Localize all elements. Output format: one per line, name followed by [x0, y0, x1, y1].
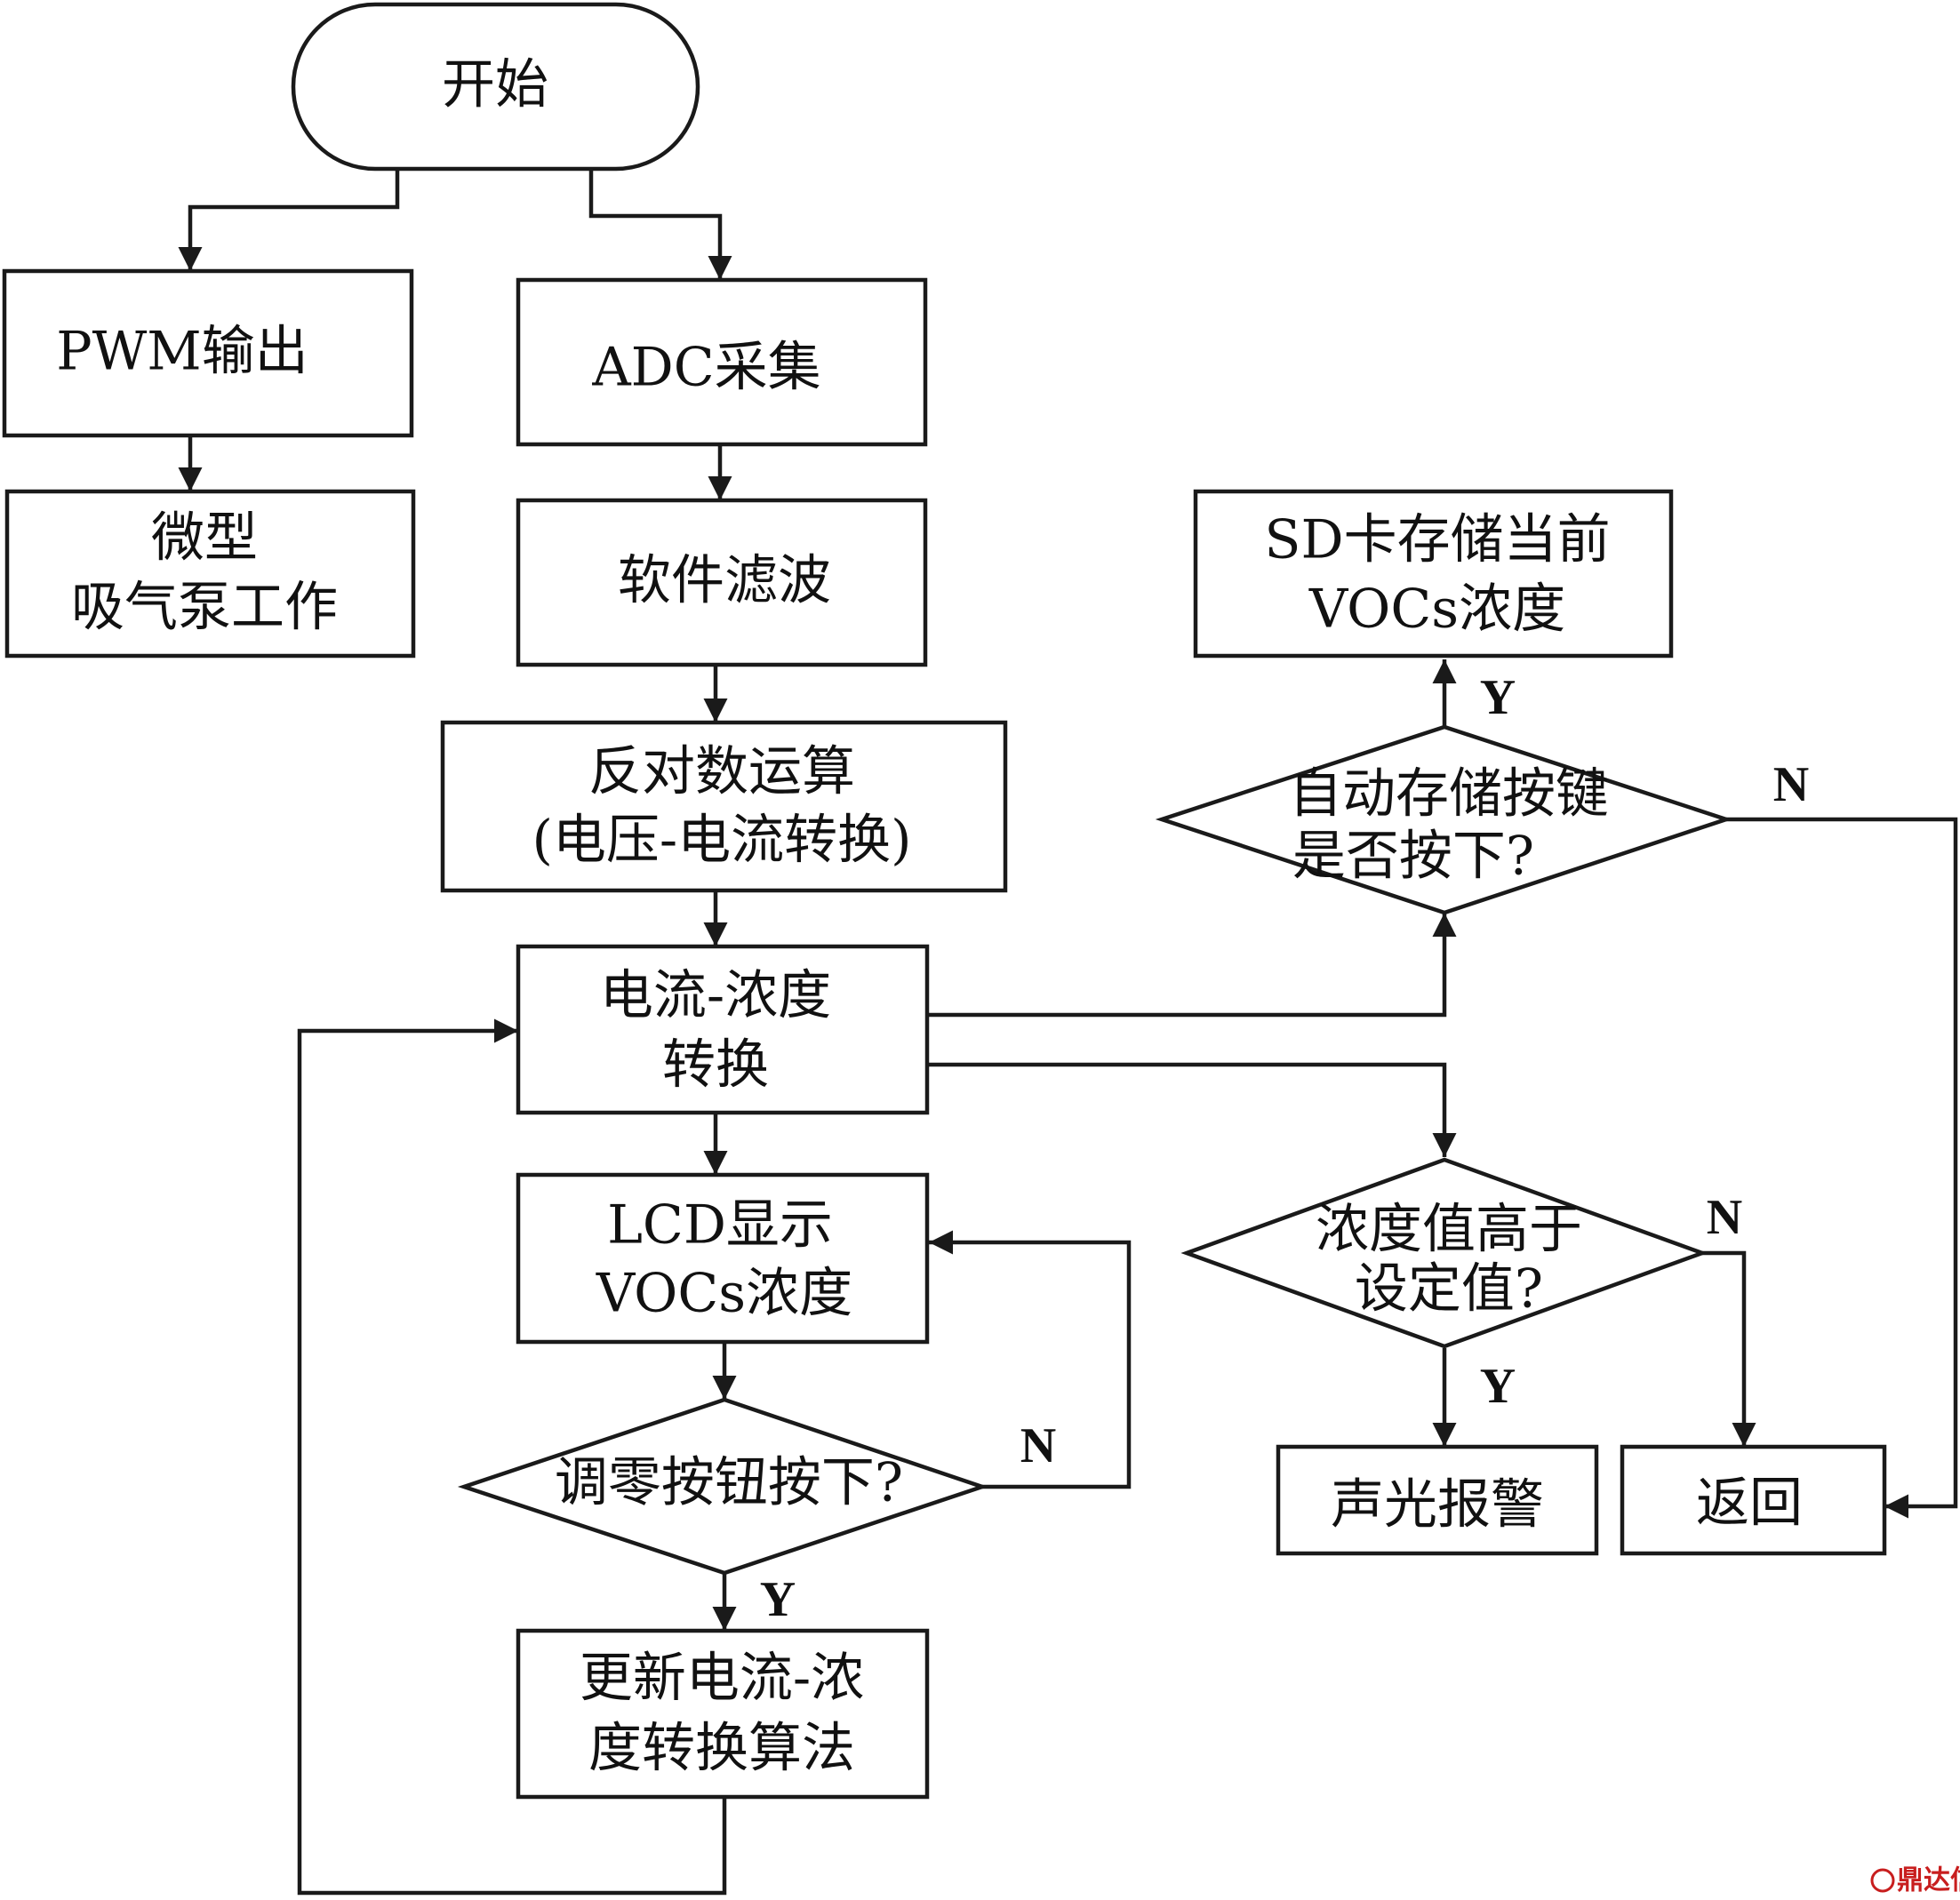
node-return: 返回 — [1620, 1444, 1887, 1556]
auto-label-line1: 自动存储按键 — [1289, 763, 1609, 826]
edge-start-to-pwm — [178, 169, 400, 271]
zero-label: 调零按钮按下? — [555, 1452, 903, 1514]
lcd-label-line1: LCD显示 — [607, 1194, 833, 1257]
sd-label-line1: SD卡存储当前 — [1264, 509, 1610, 571]
filter-box — [516, 498, 928, 667]
return-label: 返回 — [1696, 1473, 1803, 1535]
conv-box — [516, 944, 930, 1115]
start-label: 开始 — [442, 54, 548, 116]
node-pump: 微型 吸气泵工作 — [4, 489, 416, 659]
pwm-label: PWM输出 — [56, 321, 308, 383]
update-label-line2: 度转换算法 — [588, 1718, 855, 1780]
adc-box — [516, 277, 928, 447]
node-antilog: 反对数运算 (电压-电流转换) — [440, 720, 1008, 893]
node-filter: 软件滤波 — [516, 498, 928, 667]
high-label-line1: 浓度值高于 — [1316, 1199, 1582, 1261]
sd-label-line2: VOCs浓度 — [1308, 579, 1565, 641]
pwm-box — [2, 268, 414, 438]
lcd-label-line2: VOCs浓度 — [596, 1263, 852, 1325]
node-zero: 调零按钮按下? — [457, 1397, 989, 1576]
watermark-text: 鼎达信 — [1897, 1865, 1960, 1896]
update-box — [516, 1628, 930, 1800]
edge-zero-no-loop — [929, 1230, 1132, 1489]
conv-label-line1: 电流-浓度 — [600, 965, 831, 1027]
edge-high-no-to-return — [1702, 1250, 1756, 1447]
auto-label-line2: 是否按下? — [1292, 826, 1534, 888]
edge-conv-to-high — [927, 1062, 1457, 1157]
edge-auto-no-to-return — [1726, 817, 1958, 1519]
pump-label-line1: 微型 — [151, 507, 258, 570]
alarm-label: 声光报警 — [1331, 1474, 1544, 1537]
edge-conv-to-auto — [927, 913, 1457, 1018]
start-terminal-shape — [291, 2, 700, 172]
high-yes-label: Y — [1480, 1359, 1516, 1414]
zero-yes-label: Y — [760, 1572, 796, 1627]
node-sd: SD卡存储当前 VOCs浓度 — [1193, 489, 1674, 659]
watermark: 鼎达信 — [1870, 1865, 1960, 1896]
pump-box — [4, 489, 416, 659]
node-adc: ADC采集 — [516, 277, 928, 447]
node-update: 更新电流-浓 度转换算法 — [516, 1628, 930, 1800]
edge-update-loop-back — [297, 1018, 727, 1896]
filter-label: 软件滤波 — [618, 550, 831, 612]
alarm-box — [1276, 1444, 1599, 1556]
edge-start-to-adc — [588, 169, 732, 280]
high-decision-diamond — [1180, 1157, 1708, 1349]
zero-no-label: N — [1020, 1418, 1056, 1473]
connectors — [178, 169, 1958, 1896]
pump-label-line2: 吸气泵工作 — [71, 577, 338, 639]
node-conv: 电流-浓度 转换 — [516, 944, 930, 1115]
node-lcd: LCD显示 VOCs浓度 — [516, 1172, 930, 1345]
lcd-box — [516, 1172, 930, 1345]
return-box — [1620, 1444, 1887, 1556]
watermark-logo-icon — [1870, 1868, 1895, 1893]
adc-label: ADC采集 — [591, 337, 820, 399]
sd-box — [1193, 489, 1674, 659]
high-no-label: N — [1707, 1190, 1742, 1245]
conv-label-line2: 转换 — [662, 1034, 769, 1097]
auto-no-label: N — [1773, 757, 1809, 812]
high-label-line2: 设定值? — [1355, 1258, 1543, 1321]
antilog-box — [440, 720, 1008, 893]
node-auto: 自动存储按键 是否按下? — [1155, 724, 1733, 915]
antilog-label-line2: (电压-电流转换) — [532, 810, 911, 872]
node-high: 浓度值高于 设定值? — [1180, 1157, 1708, 1349]
node-start: 开始 — [291, 2, 700, 172]
antilog-label-line1: 反对数运算 — [588, 741, 855, 803]
auto-decision-diamond — [1155, 724, 1733, 915]
node-pwm: PWM输出 — [2, 268, 414, 438]
zero-decision-diamond — [457, 1397, 989, 1576]
update-label-line1: 更新电流-浓 — [580, 1648, 864, 1710]
auto-yes-label: Y — [1480, 670, 1516, 725]
node-alarm: 声光报警 — [1276, 1444, 1599, 1556]
